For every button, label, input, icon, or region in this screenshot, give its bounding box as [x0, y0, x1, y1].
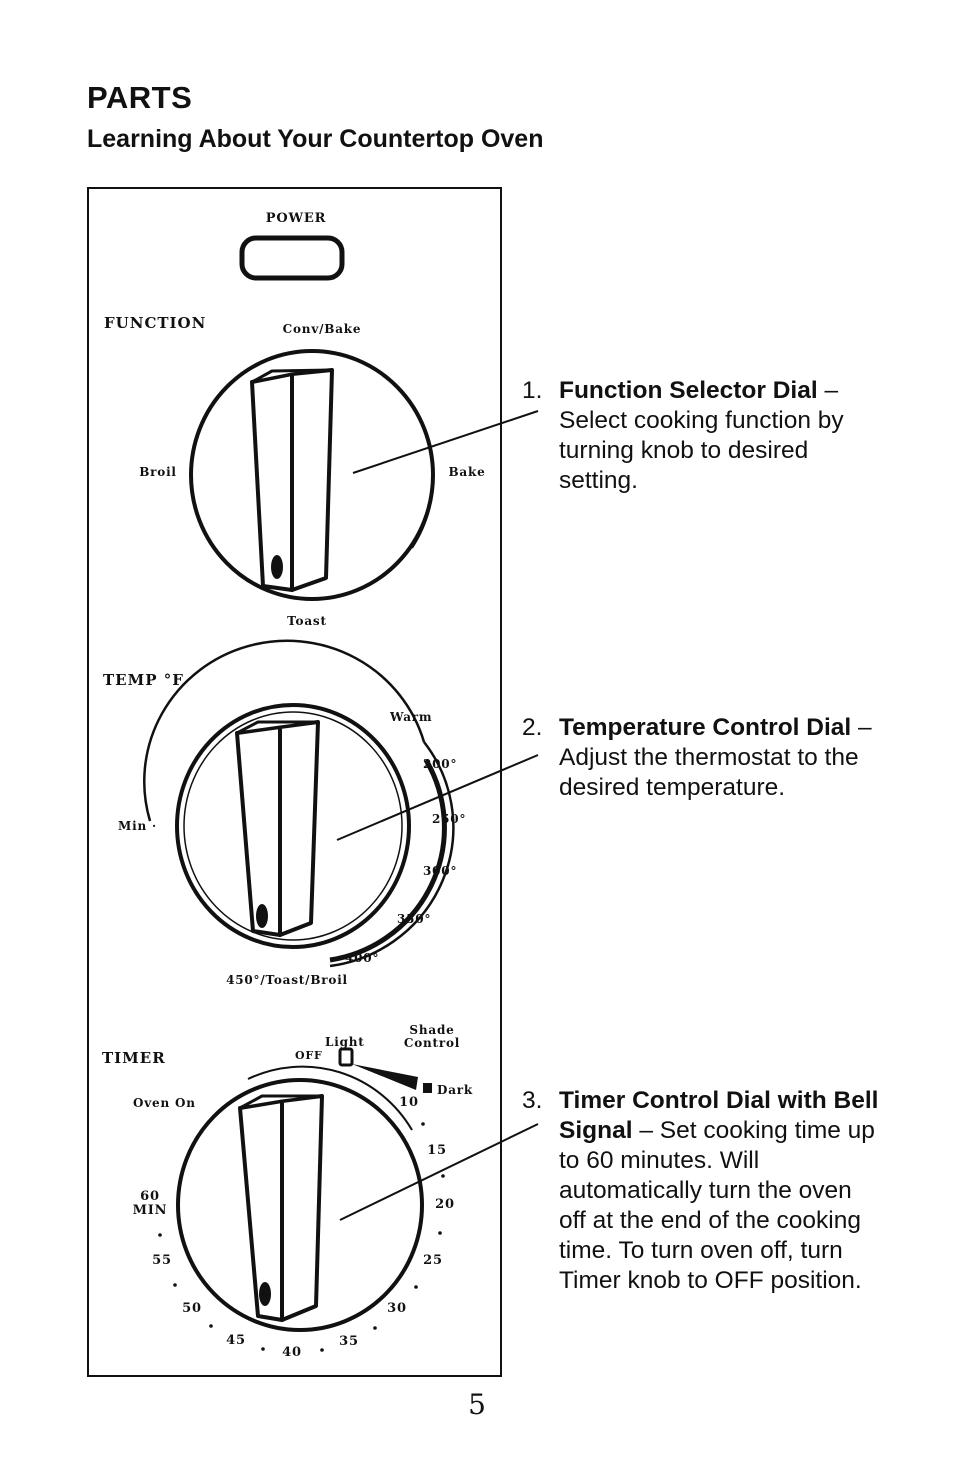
timer-55-label: 55 [152, 1253, 172, 1268]
callout-3-title: Timer Control Dial with Bell Signal [559, 1087, 879, 1144]
timer-min-label: MIN [133, 1203, 168, 1218]
timer-60-label: 60 [140, 1189, 160, 1204]
timer-50-label: 50 [182, 1301, 202, 1316]
temp-min-label: Min · [118, 819, 157, 833]
function-bake-label: Bake [448, 465, 485, 479]
timer-15-label: 15 [427, 1143, 447, 1158]
temp-450-toast-broil-label: 450°/Toast/Broil [226, 973, 348, 987]
callout-3-text: – Set cooking time up to 60 minutes. Wil… [559, 1117, 875, 1294]
page-subtitle: Learning About Your Countertop Oven [87, 125, 544, 153]
power-label: POWER [266, 211, 326, 226]
timer-leader-line [339, 1123, 539, 1221]
timer-45-label: 45 [226, 1333, 246, 1348]
callout-3-number: 3. [522, 1087, 543, 1114]
timer-35-label: 35 [339, 1334, 359, 1349]
timer-oven-on-label: Oven On [133, 1096, 196, 1110]
timer-40-label: 40 [282, 1345, 302, 1360]
timer-10-label: 10 [399, 1095, 419, 1110]
temp-warm-label: Warm [389, 710, 432, 724]
function-selector-dial [189, 349, 435, 601]
callout-1-text: – Select cooking function by turning kno… [559, 377, 844, 494]
shade-light-marker [338, 1047, 354, 1067]
function-section-label: FUNCTION [104, 314, 206, 332]
temp-leader-line [336, 754, 539, 841]
callout-1-title: Function Selector Dial [559, 377, 818, 404]
timer-tick-dots [158, 1122, 445, 1352]
timer-control-dial [176, 1065, 424, 1332]
timer-dark-label: Dark [437, 1083, 473, 1097]
timer-knob-pointer-dot [259, 1282, 271, 1306]
temp-250-label: 250° [432, 812, 466, 826]
temp-knob-pointer-dot [256, 904, 268, 928]
page-title: PARTS [87, 80, 193, 115]
callout-2-text: – Adjust the thermostat to the desired t… [559, 714, 872, 801]
temperature-control-dial [143, 639, 455, 968]
function-knob-grip [250, 372, 294, 592]
function-broil-label: Broil [139, 465, 177, 479]
timer-30-label: 30 [387, 1301, 407, 1316]
timer-section-label: TIMER [102, 1049, 166, 1067]
page-number: 5 [468, 1388, 486, 1421]
timer-light-label: Light [325, 1035, 365, 1049]
power-indicator-light [239, 235, 345, 281]
function-toast-label: Toast [287, 614, 327, 628]
timer-25-label: 25 [423, 1253, 443, 1268]
callout-2-number: 2. [522, 714, 543, 741]
panel-outline [87, 187, 502, 1377]
function-leader-line [352, 410, 539, 474]
timer-off-label: OFF [295, 1049, 323, 1062]
timer-shade-label: Shade [409, 1023, 454, 1037]
temp-knob-grip [235, 725, 282, 937]
timer-control-label: Control [404, 1036, 460, 1050]
callout-1-number: 1. [522, 377, 543, 404]
function-conv-bake-label: Conv/Bake [283, 322, 362, 336]
shade-control-wedge [352, 1064, 418, 1090]
timer-20-label: 20 [435, 1197, 455, 1212]
callout-2-title: Temperature Control Dial [559, 714, 852, 741]
temp-section-label: TEMP °F [103, 671, 184, 689]
function-knob-pointer-dot [271, 555, 283, 579]
shade-dark-marker [423, 1083, 432, 1093]
